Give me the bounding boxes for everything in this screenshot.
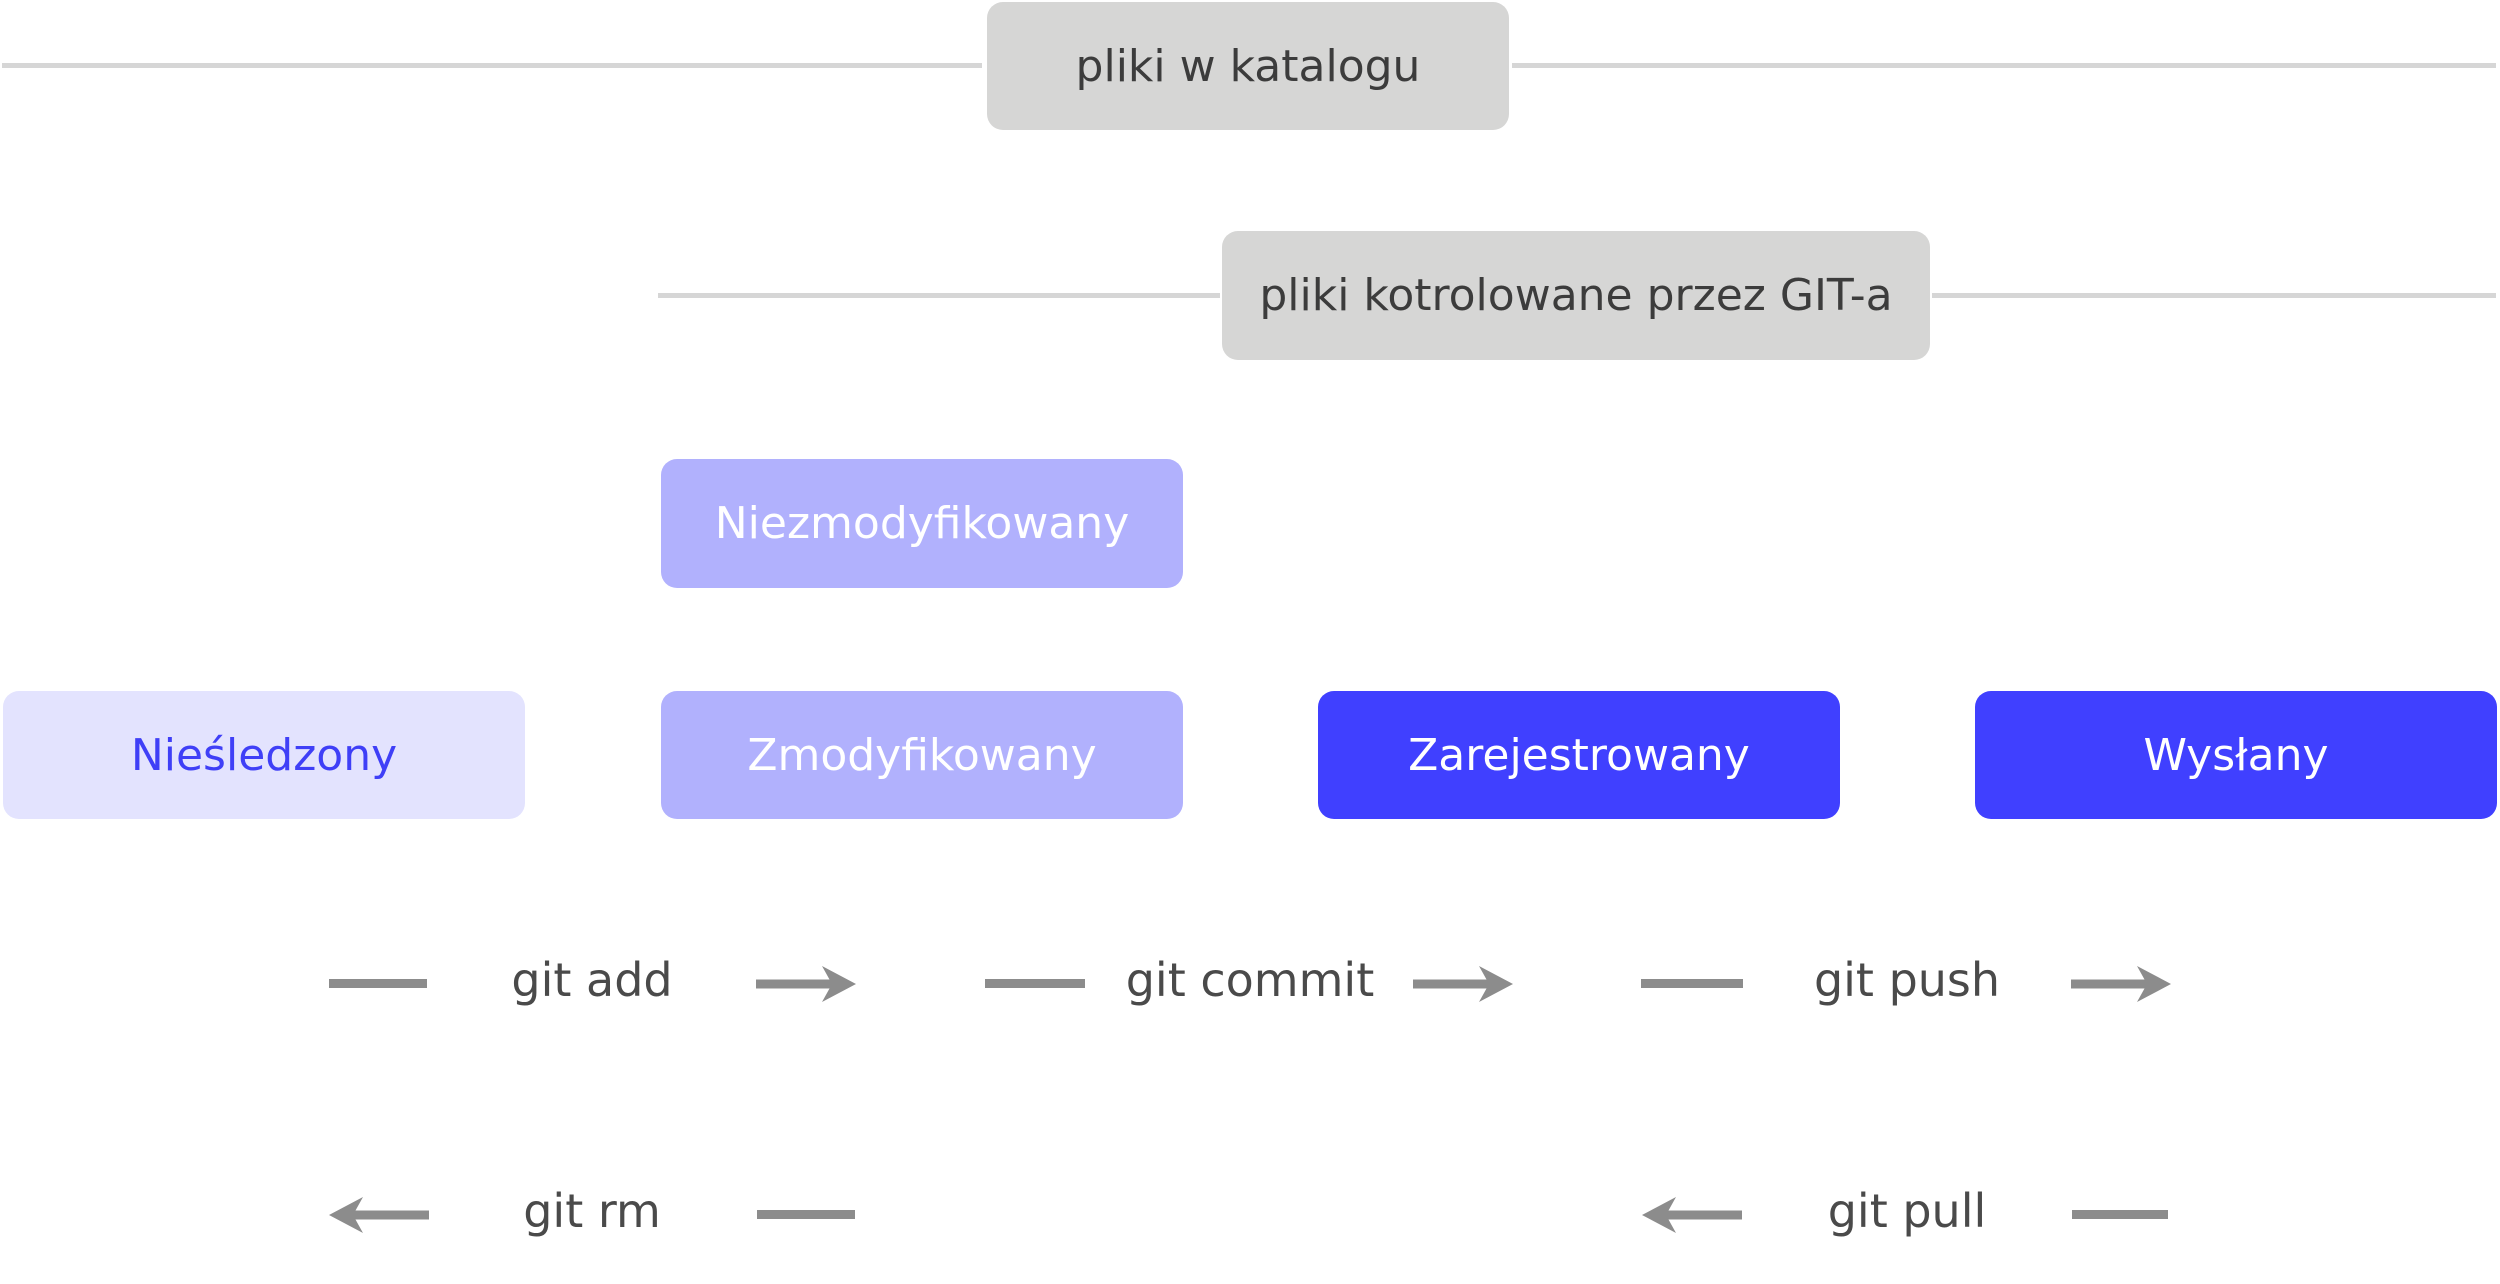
git-add-label: git add (511, 953, 673, 1007)
catalog-scope-line-left (2, 63, 982, 68)
tracked-scope-label: pliki kotrolowane przez GIT-a (1222, 231, 1930, 360)
git-rm-tail-line (757, 1210, 855, 1219)
state-modified: Zmodyfikowany (661, 691, 1183, 819)
git-push-label: git push (1813, 953, 2001, 1007)
tracked-scope-line-left (658, 293, 1220, 298)
git-rm-label: git rm (523, 1184, 661, 1238)
git-rm-arrow-left-icon (329, 1197, 429, 1233)
git-push-arrow-right-icon (2071, 966, 2171, 1002)
git-pull-tail-line (2072, 1210, 2168, 1219)
git-pull-label: git pull (1827, 1184, 1987, 1238)
git-add-tail-line (329, 979, 427, 988)
git-pull-arrow-left-icon (1642, 1197, 1742, 1233)
git-commit-arrow-right-icon (1413, 966, 1513, 1002)
git-commit-label: git commit (1125, 953, 1375, 1007)
state-unmodified: Niezmodyfikowany (661, 459, 1183, 588)
catalog-scope-line-right (1512, 63, 2496, 68)
git-add-arrow-right-icon (756, 966, 856, 1002)
tracked-scope-line-right (1932, 293, 2496, 298)
state-staged: Zarejestrowany (1318, 691, 1840, 819)
state-pushed: Wysłany (1975, 691, 2497, 819)
git-push-tail-line (1641, 979, 1743, 988)
catalog-scope-label: pliki w katalogu (987, 2, 1509, 130)
git-commit-tail-line (985, 979, 1085, 988)
state-untracked: Nieśledzony (3, 691, 525, 819)
